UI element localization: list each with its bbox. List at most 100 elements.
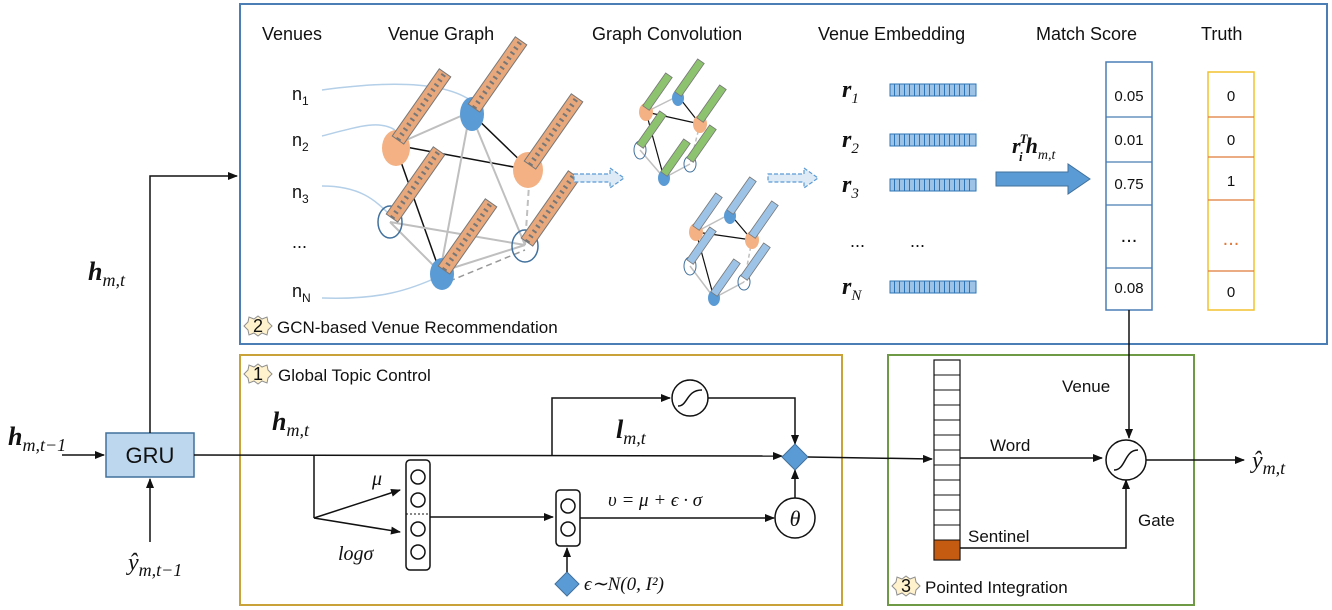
pointer-vector — [933, 359, 961, 561]
svg-text:n3: n3 — [292, 182, 309, 206]
topic-panel-title: Global Topic Control — [278, 366, 431, 385]
branch-to-l — [551, 394, 671, 455]
embedding-vector — [889, 280, 977, 294]
pointed-panel-number: 3 — [901, 576, 911, 596]
embedding-bar — [385, 146, 446, 223]
svg-text:ŷm,t: ŷm,t — [1250, 448, 1286, 478]
branch-mu-arrow — [313, 488, 401, 519]
score-cell: 0.05 — [1114, 88, 1143, 105]
embedding-bar — [726, 176, 757, 215]
svg-text:...: ... — [292, 232, 307, 252]
star-badge-icon — [243, 363, 273, 385]
truth-cell: 0 — [1227, 132, 1235, 149]
truth-cell: 1 — [1227, 173, 1235, 190]
svg-text:rN: rN — [842, 274, 862, 304]
theta-label: θ — [790, 506, 801, 531]
svg-text:hm,t: hm,t — [272, 407, 310, 440]
header-truth: Truth — [1201, 24, 1242, 44]
embedding-ellipsis: ... — [910, 231, 925, 251]
header-venue-embedding: Venue Embedding — [818, 24, 965, 44]
pointed-panel-title: Pointed Integration — [925, 578, 1068, 597]
gcn-panel-title: GCN-based Venue Recommendation — [277, 318, 558, 337]
topic-h-label: hm,t — [272, 407, 310, 440]
header-venues: Venues — [262, 24, 322, 44]
svg-text:...: ... — [850, 231, 865, 251]
gcn-panel-number: 2 — [253, 316, 263, 336]
gru-label: GRU — [126, 443, 175, 468]
embedding-vector — [889, 178, 977, 192]
embedding-label: rN — [842, 274, 862, 304]
graph-node — [377, 205, 403, 239]
topic-panel — [239, 354, 843, 606]
graph-convolution-bottom — [683, 176, 779, 306]
topic-panel-badge: 1 Global Topic Control — [243, 363, 431, 385]
svg-text:hm,t−1: hm,t−1 — [8, 422, 66, 455]
y-prev-label: ŷm,t−1 — [126, 550, 182, 580]
logsigma-label: logσ — [338, 543, 375, 565]
embedding-bar — [710, 258, 741, 297]
venue-label: ... — [292, 232, 307, 252]
merge-diamond — [781, 443, 809, 471]
embedding-bar — [636, 110, 667, 149]
venue-label: n1 — [292, 84, 309, 108]
svg-text:r1: r1 — [842, 77, 859, 107]
header-graph-convolution: Graph Convolution — [592, 24, 742, 44]
truth-cell: ... — [1223, 228, 1240, 250]
embedding-bar — [686, 124, 717, 163]
match-arrow — [995, 163, 1091, 195]
embedding-label: ... — [850, 231, 865, 251]
v-formula: υ = μ + ϵ · σ — [608, 490, 703, 511]
header-venue-graph: Venue Graph — [388, 24, 494, 44]
embedding-bar — [696, 84, 727, 123]
sigmoid-icon — [1113, 449, 1139, 471]
topic-panel-number: 1 — [253, 364, 263, 384]
svg-text:r2: r2 — [842, 127, 859, 157]
venue-label: Venue — [1062, 377, 1110, 396]
embedding-bar — [692, 192, 723, 231]
y-out-label: ŷm,t — [1250, 448, 1286, 478]
truth-cell: 0 — [1227, 88, 1235, 105]
score-cell: 0.01 — [1114, 132, 1143, 149]
gcn-panel — [239, 3, 1328, 345]
svg-text:nN: nN — [292, 281, 311, 305]
branch-logsigma-arrow — [313, 517, 401, 535]
embedding-bar — [686, 226, 717, 265]
venue-label: n3 — [292, 182, 309, 206]
mu-label: μ — [371, 468, 382, 490]
venue-links — [321, 83, 471, 300]
venue-graph-embeddings — [385, 36, 584, 275]
l-to-merge-arrow — [708, 397, 799, 445]
graph-node — [511, 229, 539, 263]
venue-label: n2 — [292, 130, 309, 154]
h-prev-label: hm,t−1 — [8, 422, 66, 455]
embedding-vectors — [889, 83, 977, 294]
svg-text:n1: n1 — [292, 84, 309, 108]
sigmoid-circle — [671, 379, 709, 417]
epsilon-diamond — [554, 571, 580, 597]
gru-to-merge-arrow — [193, 451, 783, 460]
graph-convolution-top — [633, 58, 727, 186]
svg-text:n2: n2 — [292, 130, 309, 154]
embedding-bar — [748, 200, 779, 239]
score-cell: 0.75 — [1114, 176, 1143, 193]
embedding-bar — [642, 72, 673, 111]
gaussian-params-vector — [405, 459, 431, 571]
h-curr-label: hm,t — [88, 257, 126, 290]
flow-arrow — [573, 166, 626, 190]
header-match-score: Match Score — [1036, 24, 1137, 44]
pointed-panel-badge: 3 Pointed Integration — [891, 575, 1068, 597]
flow-arrow — [767, 166, 820, 190]
truth-cell: 0 — [1227, 284, 1235, 301]
sentinel-cell — [933, 539, 961, 561]
truth-column: 0 0 1 ... 0 — [1207, 71, 1255, 311]
gate-label: Gate — [1138, 511, 1175, 530]
sentinel-label: Sentinel — [968, 527, 1029, 546]
merge-to-pointer-arrow — [807, 454, 933, 463]
embedding-bar — [740, 242, 771, 281]
score-cell: 0.08 — [1114, 280, 1143, 297]
embedding-label: r3 — [842, 172, 859, 202]
word-label: Word — [990, 436, 1030, 455]
